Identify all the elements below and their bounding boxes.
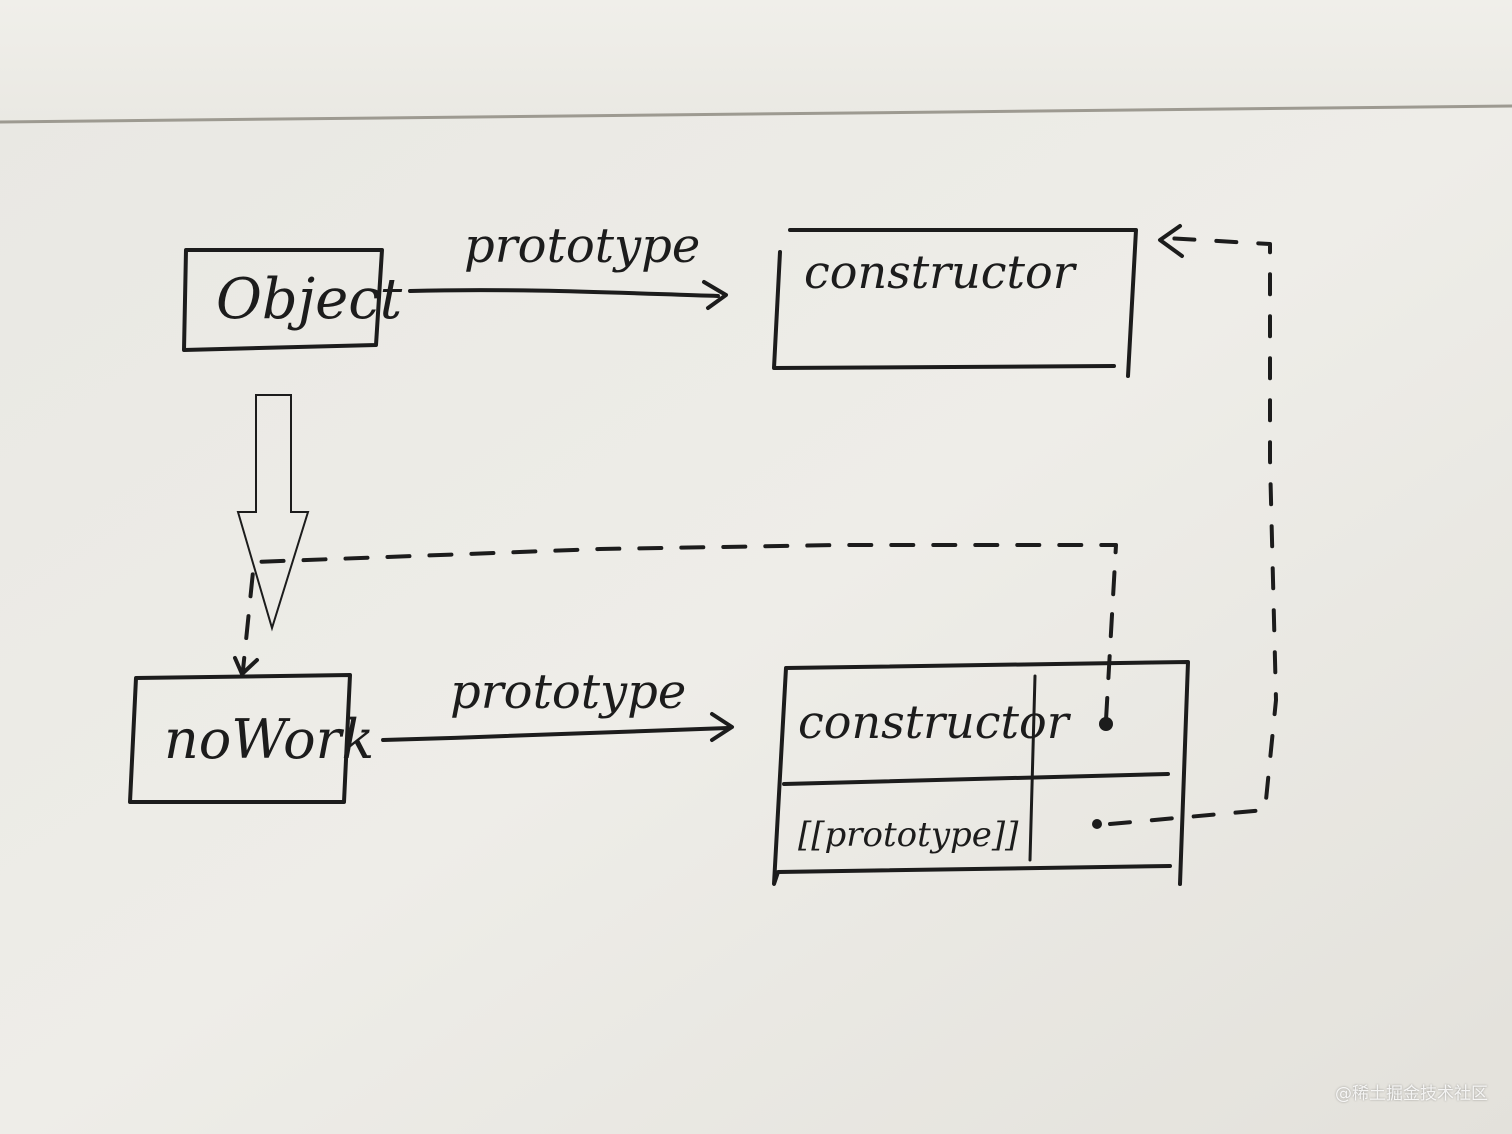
constructor-row-label: constructor	[798, 695, 1072, 749]
object-label: Object	[216, 267, 403, 332]
object-prototype-constructor-label: constructor	[804, 245, 1078, 299]
prototype-chain-link	[1108, 224, 1278, 826]
nowork-prototype-table: constructor [[prototype]]	[772, 660, 1190, 886]
object-prototype-arrow: prototype	[408, 218, 728, 310]
prototype-row-label: [[prototype]]	[798, 815, 1019, 855]
constructor-back-link	[233, 543, 1118, 722]
paper-sheet	[0, 106, 1512, 1134]
nowork-box: noWork	[128, 673, 374, 804]
nowork-prototype-edge-label: prototype	[450, 664, 686, 720]
watermark: @稀土掘金技术社区	[1335, 1084, 1488, 1104]
paper-edge	[0, 104, 1512, 124]
object-prototype-edge-label: prototype	[464, 218, 700, 274]
prototype-pointer-dot	[1092, 819, 1102, 829]
constructor-pointer-dot	[1099, 717, 1113, 731]
object-box: Object	[182, 248, 403, 352]
nowork-label: noWork	[164, 708, 374, 771]
inheritance-arrow	[236, 394, 310, 632]
object-prototype-box: constructor	[772, 228, 1138, 378]
nowork-prototype-arrow: prototype	[381, 664, 734, 742]
